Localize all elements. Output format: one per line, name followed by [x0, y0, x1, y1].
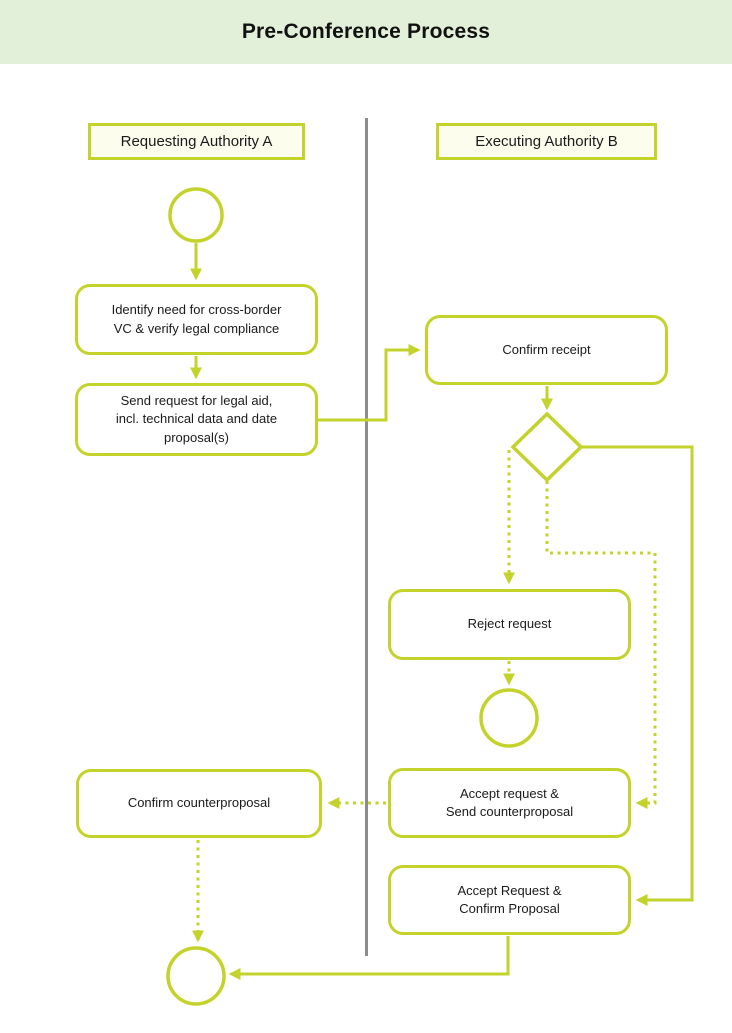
task-confirm-counterproposal-label: Confirm counterproposal: [127, 795, 271, 811]
lane-header-executing-authority-b: Executing Authority B: [436, 123, 657, 160]
task-identify-need-label: Identify need for cross-border VC & veri…: [111, 302, 282, 336]
lane-divider-line: [365, 118, 368, 956]
task-confirm-receipt: Confirm receipt: [425, 315, 668, 385]
start-event-circle: [168, 187, 224, 243]
edge-accept-confirm-to-end: [228, 936, 510, 980]
lane-header-requesting-authority-a: Requesting Authority A: [88, 123, 305, 160]
task-identify-need: Identify need for cross-border VC & veri…: [75, 284, 318, 355]
diagram-header: Pre-Conference Process: [0, 0, 732, 64]
task-accept-send-counterproposal-label: Accept request & Send counterproposal: [445, 785, 574, 819]
task-confirm-receipt-label: Confirm receipt: [502, 341, 591, 357]
edge-gateway-to-accept-counter: [545, 481, 657, 809]
task-accept-confirm-proposal-label: Accept Request & Confirm Proposal: [457, 882, 562, 916]
edge-gateway-to-accept-confirm: [580, 445, 694, 906]
task-reject-request: Reject request: [388, 589, 631, 660]
task-send-request-label: Send request for legal aid, incl. techni…: [115, 393, 278, 445]
task-confirm-counterproposal: Confirm counterproposal: [76, 769, 322, 838]
task-send-request: Send request for legal aid, incl. techni…: [75, 383, 318, 456]
end-event-circle-lane-a: [166, 946, 226, 1006]
task-accept-confirm-proposal: Accept Request & Confirm Proposal: [388, 865, 631, 935]
edge-send-request-to-confirm-receipt: [318, 344, 421, 422]
decision-gateway-diamond: [510, 411, 584, 483]
lane-a-label: Requesting Authority A: [120, 133, 273, 150]
end-event-circle-lane-b: [479, 688, 539, 748]
page-title: Pre-Conference Process: [241, 20, 491, 43]
lane-b-label: Executing Authority B: [475, 133, 618, 150]
task-reject-request-label: Reject request: [467, 616, 552, 632]
task-accept-send-counterproposal: Accept request & Send counterproposal: [388, 768, 631, 838]
